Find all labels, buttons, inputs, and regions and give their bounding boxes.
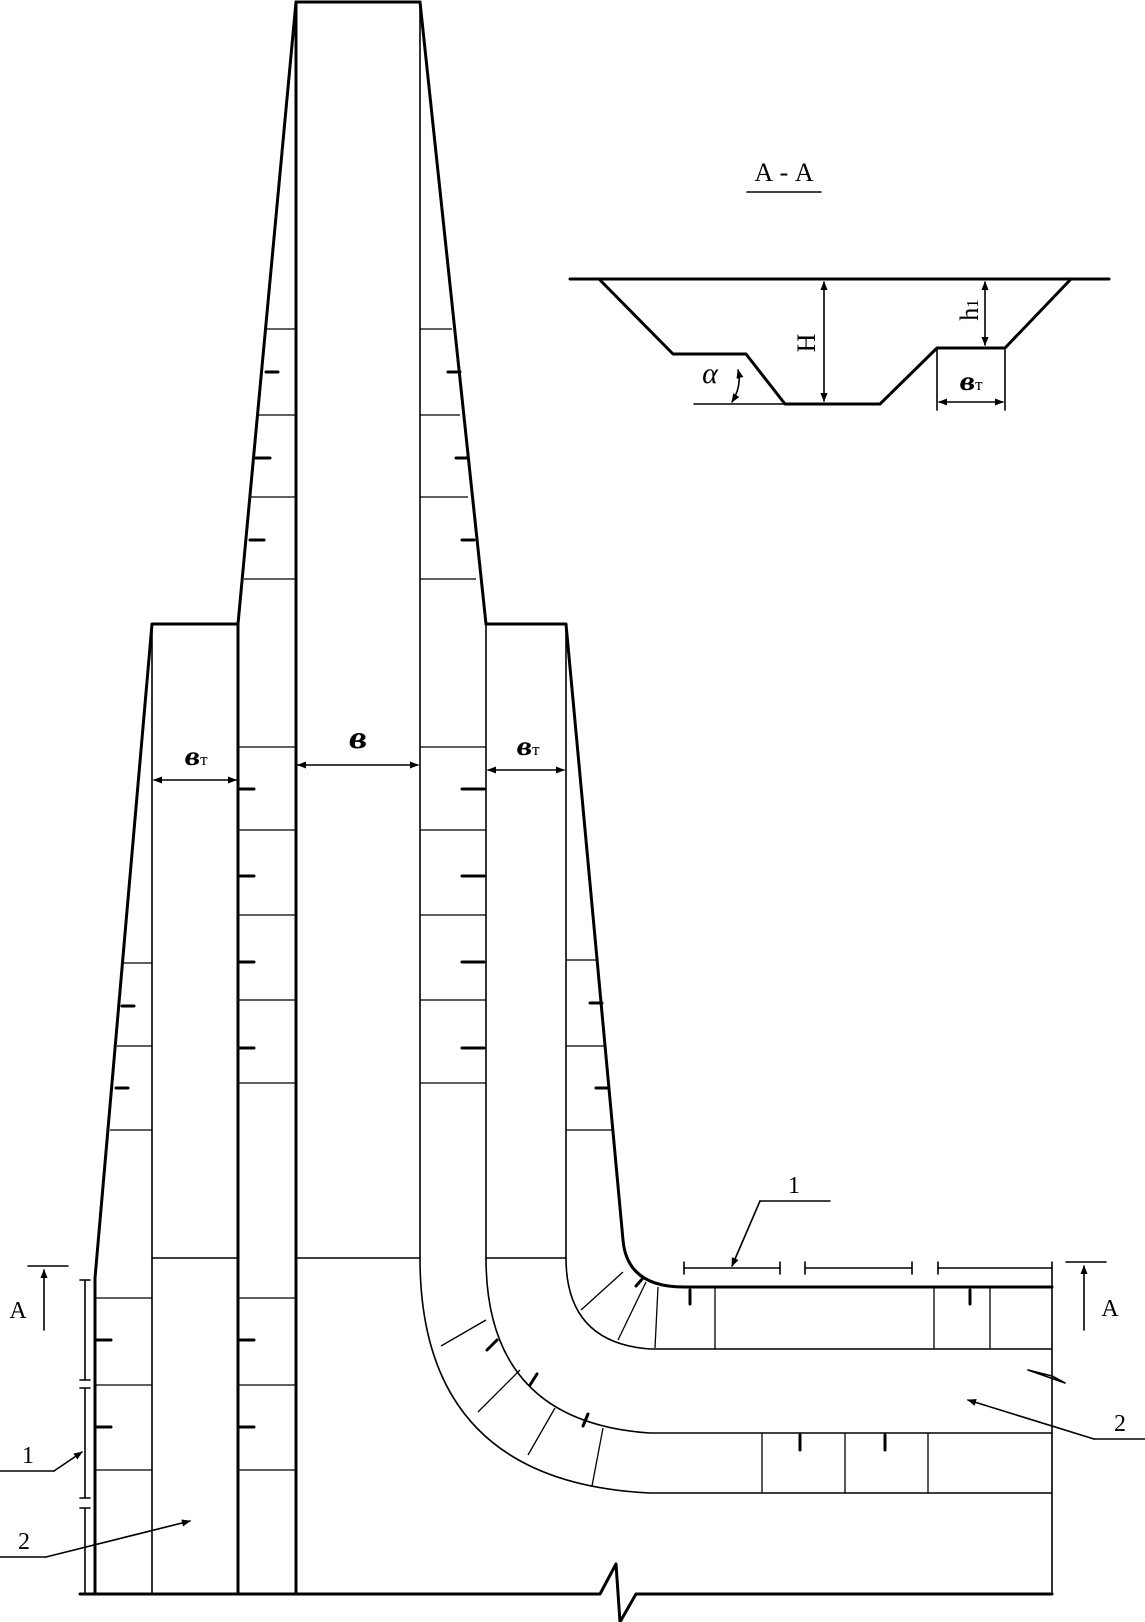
lining-segments [95, 328, 612, 1471]
ditch-segments-left [79, 1279, 91, 1595]
bend-outer-main [485, 1257, 1053, 1434]
callout-2-left: 2 [0, 1519, 191, 1558]
angle-arc [731, 369, 744, 403]
callout-1-left-label: 1 [22, 1443, 34, 1469]
bend-inner-main [419, 1257, 1053, 1494]
dim-h1-label: h1 [955, 299, 984, 321]
section-bt-label: вт [959, 367, 983, 396]
dim-bt-left-label: вт [184, 742, 208, 771]
ditch-segments-top [683, 1261, 1053, 1275]
central-channel-tapered [236, 0, 488, 626]
cut-mark-right-label: А [1101, 1296, 1119, 1322]
right-outer-channel [484, 622, 625, 1242]
callout-2-right-label: 2 [1114, 1411, 1126, 1437]
section-a-a: А - А H h1 вт α [568, 158, 1111, 411]
drain-marks [95, 370, 972, 1452]
cut-mark-left: А [9, 1265, 69, 1331]
dim-H-label: H [792, 333, 821, 352]
callout-1-top-label: 1 [788, 1173, 800, 1199]
left-outer-channel [93, 622, 240, 1596]
section-profile [568, 277, 1111, 406]
break-symbol [1027, 1369, 1066, 1384]
dim-b-label: в [349, 722, 367, 755]
callout-2-right: 2 [967, 1398, 1145, 1440]
cut-mark-right: А [1065, 1261, 1119, 1331]
section-title: А - А [754, 158, 813, 187]
callout-1-left: 1 [0, 1443, 83, 1472]
dim-bt-right-label: вт [516, 732, 540, 761]
callout-1-top: 1 [731, 1173, 831, 1267]
bend-radial-lines [440, 1271, 991, 1493]
bend-outer-berm [621, 1238, 1054, 1289]
bottom-edge [78, 1562, 1054, 1622]
angle-label: α [702, 357, 719, 390]
cut-mark-left-label: А [9, 1298, 27, 1324]
bend-inner-berm [565, 1257, 1053, 1350]
callout-2-left-label: 2 [18, 1529, 30, 1555]
